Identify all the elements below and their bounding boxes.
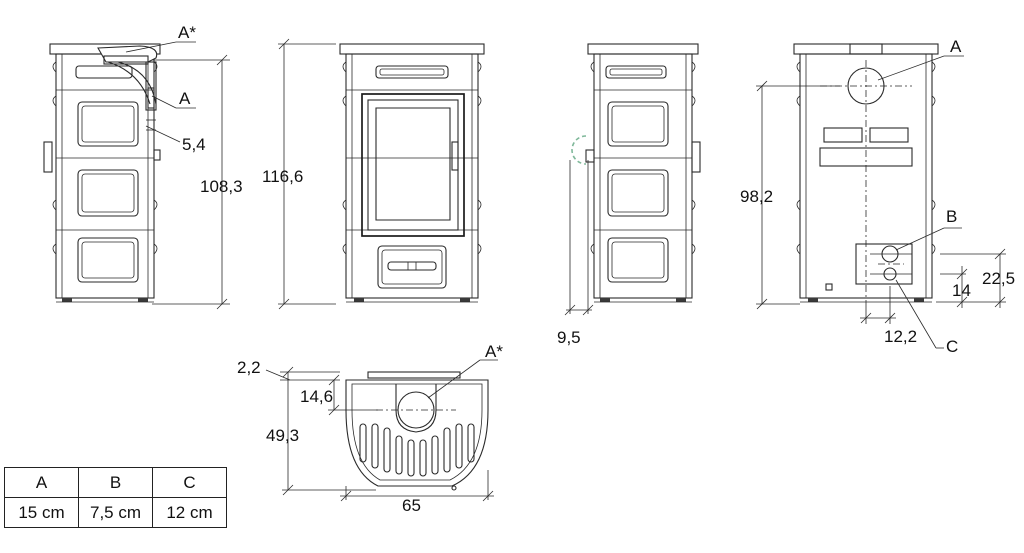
side-view <box>43 43 161 303</box>
label-b-back: B <box>946 207 957 226</box>
grille-slots <box>359 423 475 477</box>
dimension-116-6-group: 116,6 <box>262 38 336 310</box>
dimension-14: 14 <box>952 281 971 300</box>
label-a-back: A <box>950 37 962 56</box>
dimension-14-6: 14,6 <box>300 387 333 406</box>
dimension-49-3: 49,3 <box>266 426 299 445</box>
label-c-back: C <box>946 337 958 356</box>
dimension-12-2: 12,2 <box>884 327 917 346</box>
back-view-annotations: A 98,2 B 22,5 14 12,2 C <box>740 37 1015 356</box>
table-value-c: 12 cm <box>152 497 227 528</box>
dimension-22-5: 22,5 <box>982 269 1015 288</box>
dimension-9-5: 9,5 <box>557 328 581 347</box>
table-header-a: A <box>4 467 79 498</box>
dimension-2-2: 2,2 <box>237 358 261 377</box>
table-row: 15 cm 7,5 cm 12 cm <box>4 497 227 528</box>
table-header-c: C <box>152 467 227 498</box>
dimension-116-6: 116,6 <box>262 167 303 186</box>
connection-size-table: A B C 15 cm 7,5 cm 12 cm <box>4 467 227 528</box>
label-a-star-top: A* <box>485 342 503 361</box>
label-a-side: A <box>179 89 191 108</box>
side-view-right: 9,5 <box>557 43 701 347</box>
dimension-108-3: 108,3 <box>200 177 243 196</box>
top-view <box>345 371 489 491</box>
table-header-row: A B C <box>4 467 227 498</box>
back-view <box>793 43 939 303</box>
table-header-b: B <box>78 467 153 498</box>
dimension-65: 65 <box>402 496 421 515</box>
top-view-annotations: A* 2,2 14,6 49,3 65 <box>237 342 503 515</box>
table-value-a: 15 cm <box>4 497 79 528</box>
dimension-5-4: 5,4 <box>182 135 206 154</box>
table-value-b: 7,5 cm <box>78 497 153 528</box>
label-a-star-side: A* <box>178 23 196 42</box>
dimension-98-2: 98,2 <box>740 187 773 206</box>
front-view <box>339 43 485 303</box>
side-view-annotations: A* A 5,4 108,3 <box>125 23 243 310</box>
